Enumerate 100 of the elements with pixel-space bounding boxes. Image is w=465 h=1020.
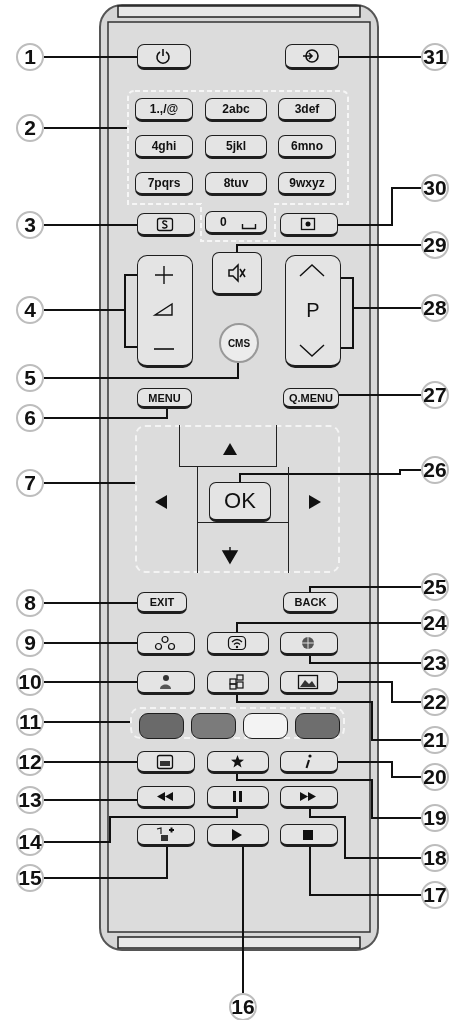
leader-line — [340, 277, 422, 349]
pause-button — [207, 786, 269, 809]
remote-button: 7pqrs — [135, 172, 193, 196]
subtitle-button — [137, 213, 195, 237]
callout-number: 14 — [16, 828, 44, 856]
callout-number: 27 — [421, 381, 449, 409]
colour-button — [139, 713, 184, 739]
callout-number: 5 — [16, 364, 44, 392]
leader-line — [43, 721, 131, 723]
leader-line — [43, 362, 239, 379]
callout-number: 20 — [421, 763, 449, 791]
leader-line — [236, 694, 422, 741]
callout-number: 21 — [421, 726, 449, 754]
callout-number: 10 — [16, 668, 44, 696]
remote-button: 8tuv — [205, 172, 267, 196]
callout-number: 15 — [16, 864, 44, 892]
mute-button — [212, 252, 262, 296]
callout-number: 23 — [421, 649, 449, 677]
leader-line — [239, 469, 422, 483]
square-button — [280, 213, 338, 237]
callout-number: 31 — [421, 43, 449, 71]
remote-button: 5jkl — [205, 135, 267, 159]
callout-number: 28 — [421, 294, 449, 322]
remote-button: 0 — [205, 211, 267, 235]
leader-line — [43, 602, 138, 604]
dashed-outline — [130, 707, 345, 739]
callout-number: 3 — [16, 211, 44, 239]
leader-line — [337, 681, 422, 703]
stop-button — [280, 824, 338, 847]
colour-button — [243, 713, 288, 739]
callout-number: 1 — [16, 43, 44, 71]
person-button — [137, 671, 195, 695]
callout-number: 2 — [16, 114, 44, 142]
leader-line — [337, 187, 422, 226]
globe-button — [280, 632, 338, 656]
leader-line — [338, 394, 422, 396]
leader-line — [43, 274, 138, 348]
colour-button — [295, 713, 340, 739]
play-button — [207, 824, 269, 847]
leader-line — [43, 642, 138, 644]
callout-number: 24 — [421, 609, 449, 637]
leader-line — [43, 224, 138, 226]
remote-button: EXIT — [137, 592, 187, 614]
network-button — [137, 632, 195, 656]
callout-number: 18 — [421, 844, 449, 872]
info-button — [280, 751, 338, 774]
remote-button: MENU — [137, 388, 192, 409]
volume-rocker — [137, 255, 193, 368]
callout-number: 17 — [421, 881, 449, 909]
dashed-outline — [135, 425, 340, 573]
callout-number: 4 — [16, 296, 44, 324]
callout-number: 8 — [16, 589, 44, 617]
favourite-button — [207, 751, 269, 774]
picture-button — [280, 671, 338, 695]
remote-button: 2abc — [205, 98, 267, 122]
leader-line — [309, 808, 422, 859]
callout-number: 19 — [421, 804, 449, 832]
grid-button — [207, 671, 269, 695]
leader-line — [43, 408, 168, 419]
callout-number: 13 — [16, 786, 44, 814]
leader-line — [242, 846, 244, 994]
screen-button — [137, 751, 195, 774]
callout-number: 6 — [16, 404, 44, 432]
leader-line — [309, 586, 422, 593]
remote-button: 1.,/@ — [135, 98, 193, 122]
leader-line — [43, 808, 238, 843]
leader-line — [43, 761, 138, 763]
leader-line — [43, 127, 128, 129]
callout-number: 25 — [421, 573, 449, 601]
callout-number: 29 — [421, 231, 449, 259]
callout-number: 26 — [421, 456, 449, 484]
fast-forward-button — [280, 786, 338, 809]
callout-number: 16 — [229, 993, 257, 1020]
remote-button: 3def — [278, 98, 336, 122]
callout-number: 7 — [16, 469, 44, 497]
channel-rocker: P — [285, 255, 341, 368]
source-button — [285, 44, 339, 70]
leader-line — [43, 681, 138, 683]
power-button — [137, 44, 191, 70]
remote-button: 6mno — [278, 135, 336, 159]
leader-line — [337, 761, 422, 778]
callout-number: 22 — [421, 688, 449, 716]
remote-button: 9wxyz — [278, 172, 336, 196]
callout-number: 11 — [16, 708, 44, 736]
callout-number: 12 — [16, 748, 44, 776]
rewind-button — [137, 786, 195, 809]
remote-button: OK — [209, 482, 271, 522]
remote-button: BACK — [283, 592, 338, 614]
leader-line — [236, 773, 422, 819]
wireless-button — [207, 632, 269, 656]
leader-line — [43, 56, 138, 58]
remote-button: Q.MENU — [283, 388, 339, 409]
remote-button: 4ghi — [135, 135, 193, 159]
callout-number: 9 — [16, 629, 44, 657]
leader-line — [236, 622, 422, 633]
leader-line — [43, 482, 136, 484]
callout-number: 30 — [421, 174, 449, 202]
leader-line — [236, 244, 422, 253]
leader-line — [309, 655, 422, 664]
leader-line — [338, 56, 422, 58]
